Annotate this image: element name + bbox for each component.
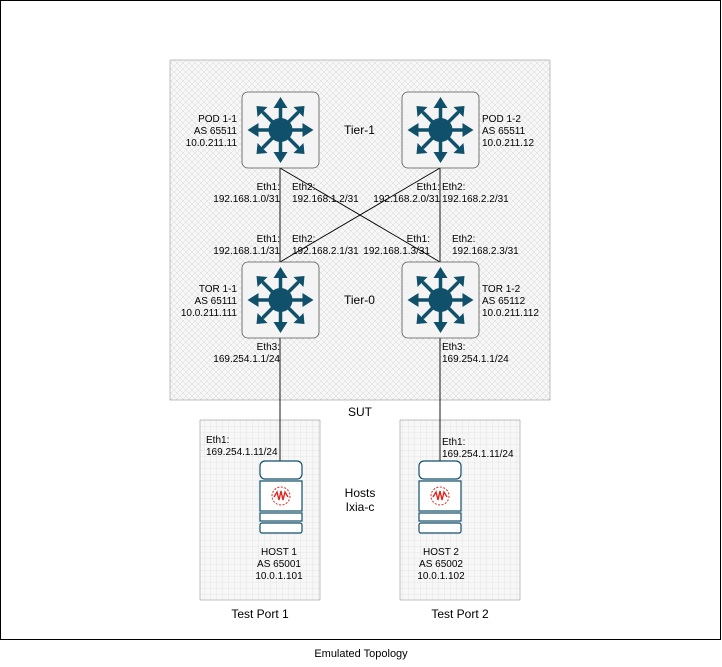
tor11-eth1-label: Eth1: 192.168.1.1/31 (213, 234, 280, 258)
pod12-ip: 10.0.211.12 (482, 138, 535, 149)
iface-ip: 192.168.2.3/31 (452, 246, 519, 257)
tier0-label: Tier-0 (344, 293, 375, 307)
tor12-eth1-label: Eth1: 192.168.1.3/31 (363, 234, 430, 258)
iface-ip: 192.168.2.2/31 (442, 194, 509, 205)
host2-as: AS 65002 (419, 559, 463, 570)
iface-ip: 169.254.1.1/24 (442, 354, 509, 365)
tor11-as: AS 65111 (194, 296, 237, 307)
tor12-ip: 10.0.211.112 (482, 308, 539, 319)
pod12-eth1-label: Eth1: 192.168.2.0/31 (373, 182, 440, 206)
pod12-label: POD 1-2 AS 65511 10.0.211.12 (482, 114, 534, 150)
host2-name: HOST 2 (423, 547, 459, 558)
iface-ip: 192.168.2.1/31 (292, 246, 359, 257)
tor12-label: TOR 1-2 AS 65112 10.0.211.112 (482, 284, 539, 320)
host1-name: HOST 1 (261, 547, 297, 558)
iface-ip: 169.254.1.1/24 (213, 354, 280, 365)
host2-ip: 10.0.1.102 (417, 571, 465, 582)
iface-ip: 192.168.1.1/31 (213, 246, 280, 257)
host1-ip: 10.0.1.101 (255, 571, 303, 582)
tor11-eth2-label: Eth2: 192.168.2.1/31 (292, 234, 359, 258)
pod11-ip: 10.0.211.11 (185, 138, 237, 149)
iface-ip: 169.254.1.11/24 (442, 449, 514, 460)
tor12-eth2-label: Eth2: 192.168.2.3/31 (452, 234, 519, 258)
iface-ip: 192.168.1.2/31 (292, 194, 359, 205)
switch-pod12 (401, 91, 480, 169)
switch-tor11 (241, 261, 320, 339)
sut-area (169, 59, 551, 401)
ixia-host-icon-1 (259, 460, 303, 534)
pod11-eth1-label: Eth1: 192.168.1.0/31 (213, 182, 280, 206)
host1-eth1-label: Eth1: 169.254.1.11/24 (206, 435, 278, 459)
iface-name: Eth1: (256, 234, 280, 245)
links (279, 167, 441, 462)
link-pod12-tor11 (279, 167, 441, 263)
iface-name: Eth3: (442, 342, 466, 353)
pod11-name: POD 1-1 (198, 114, 237, 125)
pod12-name: POD 1-2 (482, 114, 521, 125)
tor12-eth3-label: Eth3: 169.254.1.1/24 (442, 342, 509, 366)
iface-ip: 169.254.1.11/24 (206, 447, 278, 458)
hosts-title-line2: Ixia-c (345, 500, 375, 514)
host1-label: HOST 1 AS 65001 10.0.1.101 (240, 547, 318, 583)
diagram-caption: Emulated Topology (314, 648, 408, 660)
pod11-eth2-label: Eth2: 192.168.1.2/31 (292, 182, 359, 206)
iface-ip: 192.168.1.3/31 (363, 246, 430, 257)
iface-name: Eth2: (442, 182, 466, 193)
tor12-as: AS 65112 (482, 296, 526, 307)
iface-ip: 192.168.1.0/31 (213, 194, 280, 205)
iface-ip: 192.168.2.0/31 (373, 194, 440, 205)
switch-icon (405, 265, 476, 335)
switch-tor12 (401, 261, 480, 339)
switch-icon (405, 95, 476, 165)
iface-name: Eth2: (292, 182, 316, 193)
host1-as: AS 65001 (257, 559, 301, 570)
iface-name: Eth3: (256, 342, 280, 353)
iface-name: Eth2: (452, 234, 476, 245)
test-port-1-label: Test Port 1 (231, 607, 289, 621)
switch-icon (245, 265, 316, 335)
iface-name: Eth1: (416, 182, 440, 193)
tier1-label: Tier-1 (344, 123, 375, 137)
host2-label: HOST 2 AS 65002 10.0.1.102 (402, 547, 480, 583)
switch-icon (245, 95, 316, 165)
pod11-label: POD 1-1 AS 65511 10.0.211.11 (186, 114, 237, 150)
hosts-title-line1: Hosts (344, 486, 376, 500)
switch-pod11 (241, 91, 320, 169)
tor11-label: TOR 1-1 AS 65111 10.0.211.111 (181, 284, 237, 320)
sut-label: SUT (348, 405, 372, 419)
tor11-name: TOR 1-1 (198, 284, 237, 295)
iface-name: Eth1: (442, 437, 466, 448)
tor11-eth3-label: Eth3: 169.254.1.1/24 (213, 342, 280, 366)
pod12-as: AS 65511 (482, 126, 526, 137)
host2-eth1-label: Eth1: 169.254.1.11/24 (442, 437, 514, 461)
ixia-host-icon-2 (418, 460, 462, 534)
test-port-2-label: Test Port 2 (431, 607, 489, 621)
pod11-as: AS 65511 (193, 126, 237, 137)
iface-name: Eth1: (206, 435, 230, 446)
tor11-ip: 10.0.211.111 (180, 308, 237, 319)
pod12-eth2-label: Eth2: 192.168.2.2/31 (442, 182, 509, 206)
tor12-name: TOR 1-2 (482, 284, 521, 295)
iface-name: Eth2: (292, 234, 316, 245)
iface-name: Eth1: (406, 234, 430, 245)
hosts-title: Hosts Ixia-c (330, 486, 390, 514)
iface-name: Eth1: (256, 182, 280, 193)
